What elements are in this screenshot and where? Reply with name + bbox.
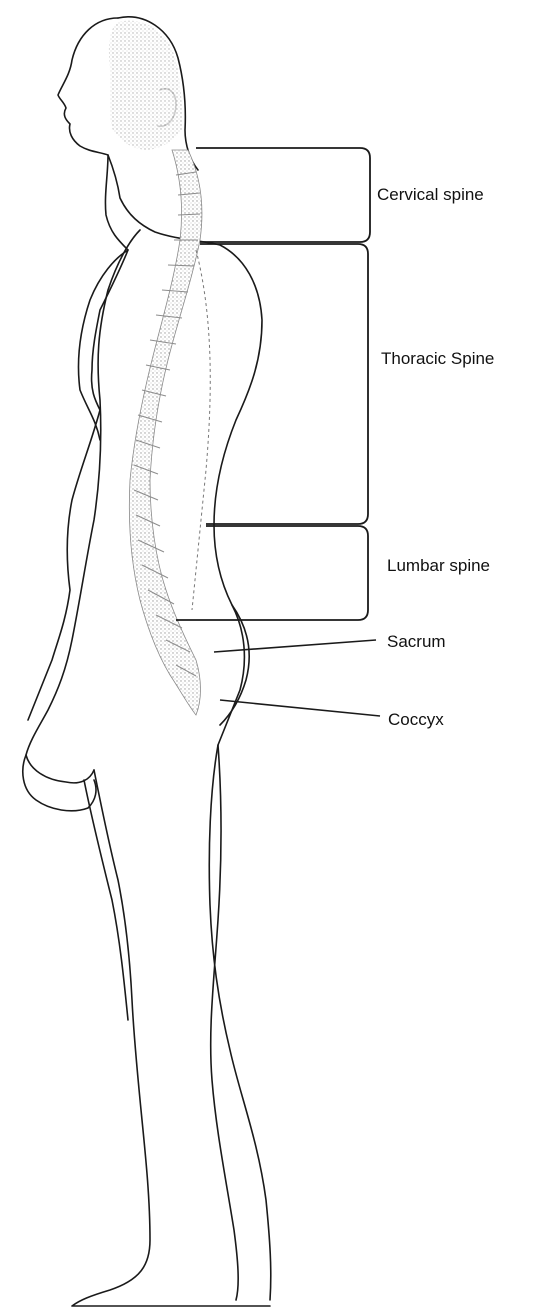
cervical-spine-label: Cervical spine <box>377 186 484 203</box>
leader-lines <box>214 640 380 716</box>
arm <box>26 230 140 783</box>
head-shading <box>109 21 182 150</box>
spinal-cord-line <box>192 250 210 610</box>
spine <box>129 150 210 715</box>
thoracic-spine-label: Thoracic Spine <box>381 350 494 367</box>
thoracic-bracket <box>200 244 368 524</box>
arm-front <box>78 250 128 440</box>
coccyx-label: Coccyx <box>388 711 444 728</box>
body-outline <box>23 17 271 1306</box>
sacrum-leader <box>214 640 376 652</box>
cervical-bracket <box>196 148 370 242</box>
coccyx-leader <box>220 700 380 716</box>
torso-front <box>28 155 128 720</box>
lumbar-bracket <box>176 526 368 620</box>
sacrum-label: Sacrum <box>387 633 446 650</box>
leg-front <box>72 770 270 1306</box>
region-brackets <box>176 148 370 620</box>
lumbar-spine-label: Lumbar spine <box>387 557 490 574</box>
